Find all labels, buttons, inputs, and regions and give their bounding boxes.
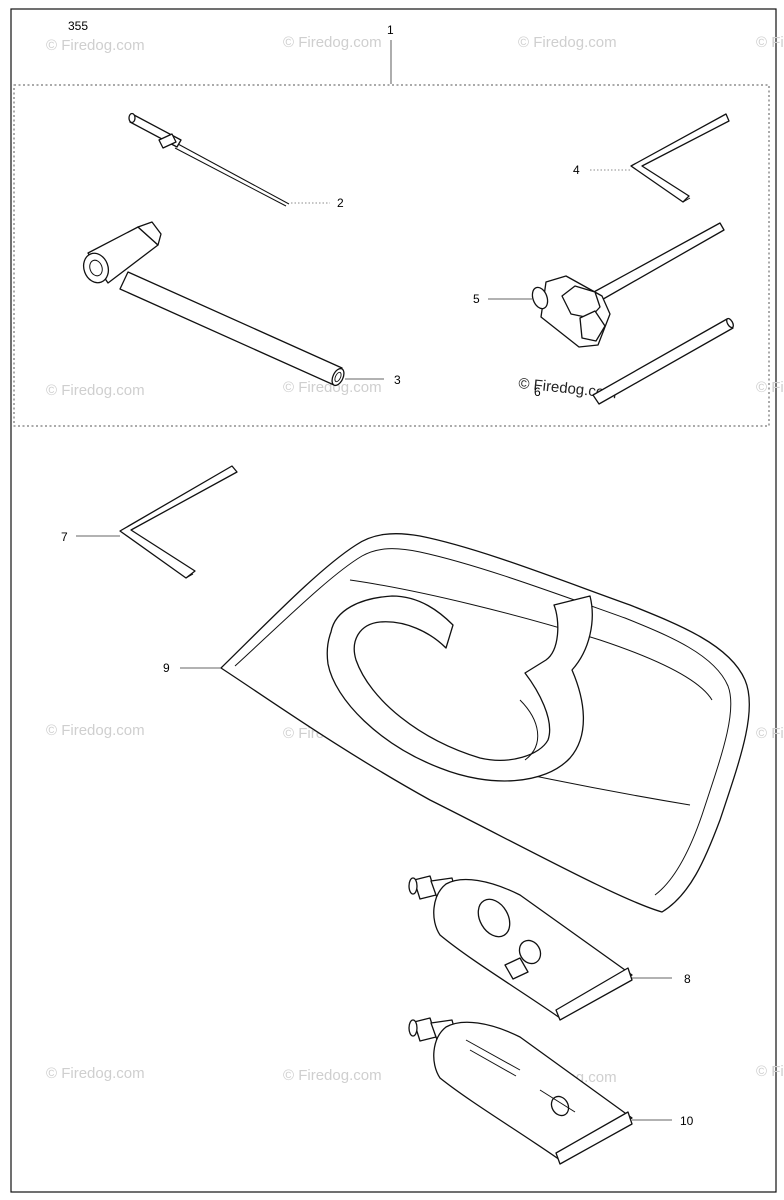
plug-wrench-icon xyxy=(82,221,345,387)
grease-tube-icon xyxy=(408,1017,633,1165)
callout-8: 9 xyxy=(163,661,170,675)
watermark-text: © Firedog.com xyxy=(283,1067,382,1084)
watermark-text: © Firedog.com xyxy=(283,379,382,396)
watermark-text: © Firedog.com xyxy=(46,722,145,739)
watermark-text: © Firedog.com xyxy=(756,1063,784,1080)
grease-tube-icon xyxy=(408,875,633,1021)
callout-7: 7 xyxy=(61,530,68,544)
pin-icon xyxy=(592,317,734,405)
watermark-text: © Firedog.com xyxy=(46,382,145,399)
diagram-number: 355 xyxy=(68,19,88,33)
callout-1: 1 xyxy=(387,23,394,37)
watermark-text: © Firedog.com xyxy=(518,34,617,51)
watermark-text: © Firedog.com xyxy=(283,34,382,51)
outer-frame xyxy=(10,8,777,1193)
watermark-text: © Firedog.com xyxy=(756,379,784,396)
callout-3: 3 xyxy=(394,373,401,387)
callout-6: 6 xyxy=(534,385,541,399)
watermark-text: © Firedog.com xyxy=(46,1065,145,1082)
watermark-text: © Firedog.com xyxy=(756,725,784,742)
watermark-text: © Firedog.com xyxy=(46,37,145,54)
hex-key-icon xyxy=(630,113,730,203)
tool-bag-icon xyxy=(220,533,751,913)
screwdriver-icon xyxy=(128,112,290,207)
tool-kit-group-box xyxy=(13,84,770,427)
watermark-text: © Firedog.com xyxy=(756,34,784,51)
callout-4: 4 xyxy=(573,163,580,177)
callout-2: 2 xyxy=(337,196,344,210)
combination-spanner-icon xyxy=(531,222,725,348)
callout-5: 5 xyxy=(473,292,480,306)
callout-9: 8 xyxy=(684,972,691,986)
hex-key-icon xyxy=(119,465,238,579)
callout-10: 10 xyxy=(680,1114,694,1128)
